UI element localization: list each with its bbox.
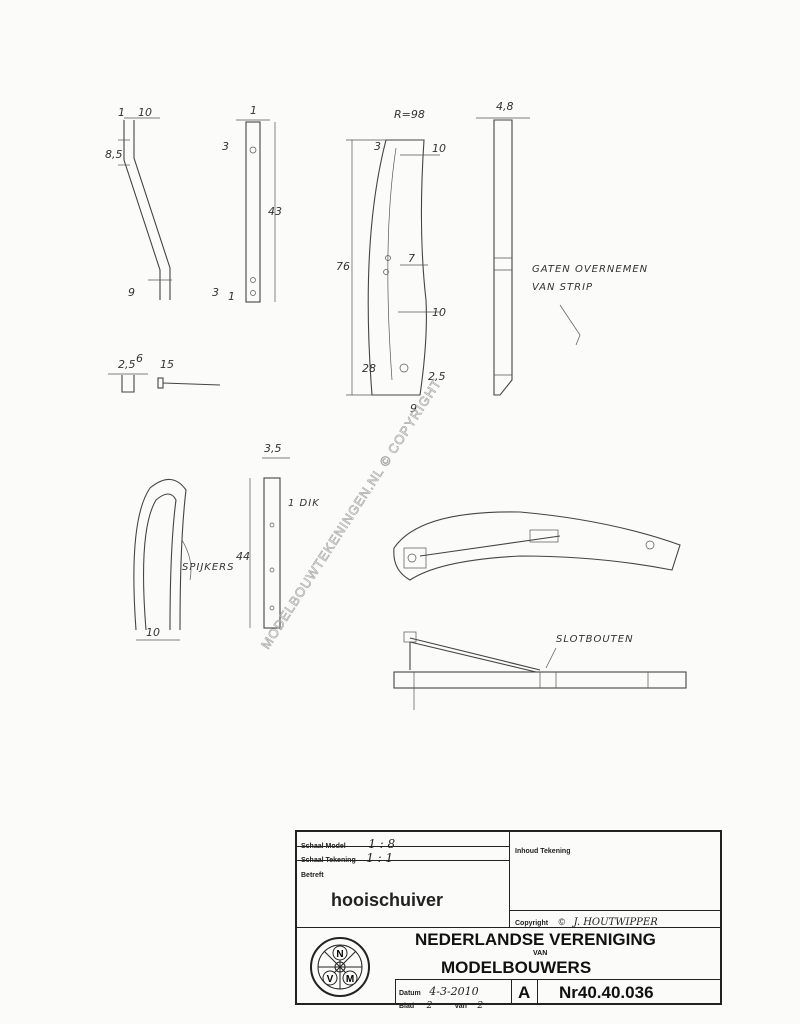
- dim-2-5-tine: 2,5: [428, 370, 446, 383]
- blad-value: 2: [426, 1001, 433, 1011]
- van-label: van: [454, 1003, 467, 1010]
- org-line2: VAN: [533, 950, 548, 957]
- drawing-number: Nr40.40.036: [559, 983, 654, 1002]
- org-line3: MODELBOUWERS: [441, 958, 592, 977]
- note-slotbouten: SLOTBOUTEN: [556, 634, 634, 645]
- note-spijkers: SPIJKERS: [182, 562, 234, 573]
- dim-10-tine-top: 10: [432, 142, 446, 155]
- copyright-label: Copyright: [515, 920, 549, 927]
- dim-10-u: 10: [146, 626, 160, 639]
- dim-8-5: 8,5: [105, 148, 123, 161]
- betreft: Betreft: [301, 864, 324, 882]
- blad: Blad 2 van 2: [399, 995, 483, 1013]
- dim-28: 28: [362, 362, 376, 375]
- part-long-strip: 3,5 44 1 DIK: [236, 442, 320, 629]
- dim-10: 10: [138, 106, 152, 119]
- dim-9-tine: 9: [410, 402, 417, 415]
- org-line1: NEDERLANDSE VERENIGING: [415, 930, 656, 949]
- schaal-model-value: 1 : 8: [368, 837, 396, 851]
- schaal-tekening: Schaal Tekening 1 : 1: [301, 849, 393, 867]
- schaal-tekening-label: Schaal Tekening: [301, 857, 356, 864]
- logo-letter-v: V: [327, 974, 334, 985]
- dim-15: 15: [160, 358, 174, 371]
- inhoud-label: Inhoud Tekening: [515, 848, 571, 855]
- part-straight-strip: 1 3 43 3 1: [212, 104, 282, 303]
- dim-3-tine: 3: [374, 140, 381, 153]
- schaal-model-label: Schaal Model: [301, 843, 346, 850]
- assembly-side-view: SLOTBOUTEN: [393, 631, 687, 710]
- part-small-clip-nail: 2,5 6 15: [108, 352, 221, 393]
- betreft-value: hooischuiver: [331, 890, 444, 910]
- note-strip: VAN STRIP: [532, 282, 593, 293]
- part-u-strip: 10 SPIJKERS: [133, 478, 234, 641]
- dim-4-8: 4,8: [496, 100, 514, 113]
- van-value: 2: [477, 1001, 484, 1011]
- title-block: Schaal Model 1 : 8 Schaal Tekening 1 : 1…: [295, 830, 722, 1011]
- part-bent-strip: 1 10 8,5 9: [105, 106, 172, 300]
- copyright-symbol: ©: [558, 917, 566, 927]
- dim-7: 7: [408, 252, 415, 265]
- part-curved-tine: R=98 3 10 76 7 10 28 2,5 9: [336, 108, 446, 415]
- dim-3-5: 3,5: [264, 442, 282, 455]
- logo-letter-n: N: [336, 949, 343, 960]
- betreft-label: Betreft: [301, 872, 324, 879]
- note-gaten: GATEN OVERNEMEN: [532, 264, 648, 275]
- dim-2-5-clip: 2,5: [118, 358, 136, 371]
- logo-letter-m: M: [346, 974, 354, 985]
- dim-44: 44: [236, 550, 250, 563]
- copyright-value: J. HOUTWIPPER: [573, 917, 658, 928]
- dim-3-bottom: 3: [212, 286, 219, 299]
- part-side-view: 4,8 GATEN OVERNEMEN VAN STRIP: [476, 100, 648, 396]
- datum-value: 4-3-2010: [429, 985, 479, 998]
- watermark: MODELBOUWTEKENINGEN.NL © COPYRIGHT: [258, 376, 444, 652]
- dim-radius: R=98: [394, 108, 425, 121]
- dim-6: 6: [136, 352, 143, 365]
- nvm-logo: N V M: [309, 936, 371, 998]
- dim-9: 9: [128, 286, 135, 299]
- dim-1-bottom: 1: [228, 290, 235, 303]
- dim-76: 76: [336, 260, 350, 273]
- dim-10-tine-mid: 10: [432, 306, 446, 319]
- sheet-size: A: [518, 983, 531, 1002]
- schaal-tekening-value: 1 : 1: [366, 851, 394, 865]
- copyright: Copyright © J. HOUTWIPPER: [515, 912, 658, 930]
- blad-label: Blad: [399, 1003, 415, 1010]
- assembly-top-view: [393, 511, 681, 581]
- datum-label: Datum: [399, 990, 421, 997]
- dim-3-top: 3: [222, 140, 229, 153]
- inhoud-tekening: Inhoud Tekening: [515, 840, 570, 858]
- note-dik: 1 DIK: [288, 498, 320, 509]
- technical-drawing: 1 10 8,5 9 1 3 43 3 1 R=98 3 10 76 7 10: [105, 100, 687, 710]
- dim-1-top: 1: [250, 104, 257, 117]
- schaal-model: Schaal Model 1 : 8: [301, 835, 395, 853]
- datum: Datum 4-3-2010: [399, 982, 479, 1000]
- dim-1: 1: [118, 106, 125, 119]
- dim-43: 43: [268, 205, 282, 218]
